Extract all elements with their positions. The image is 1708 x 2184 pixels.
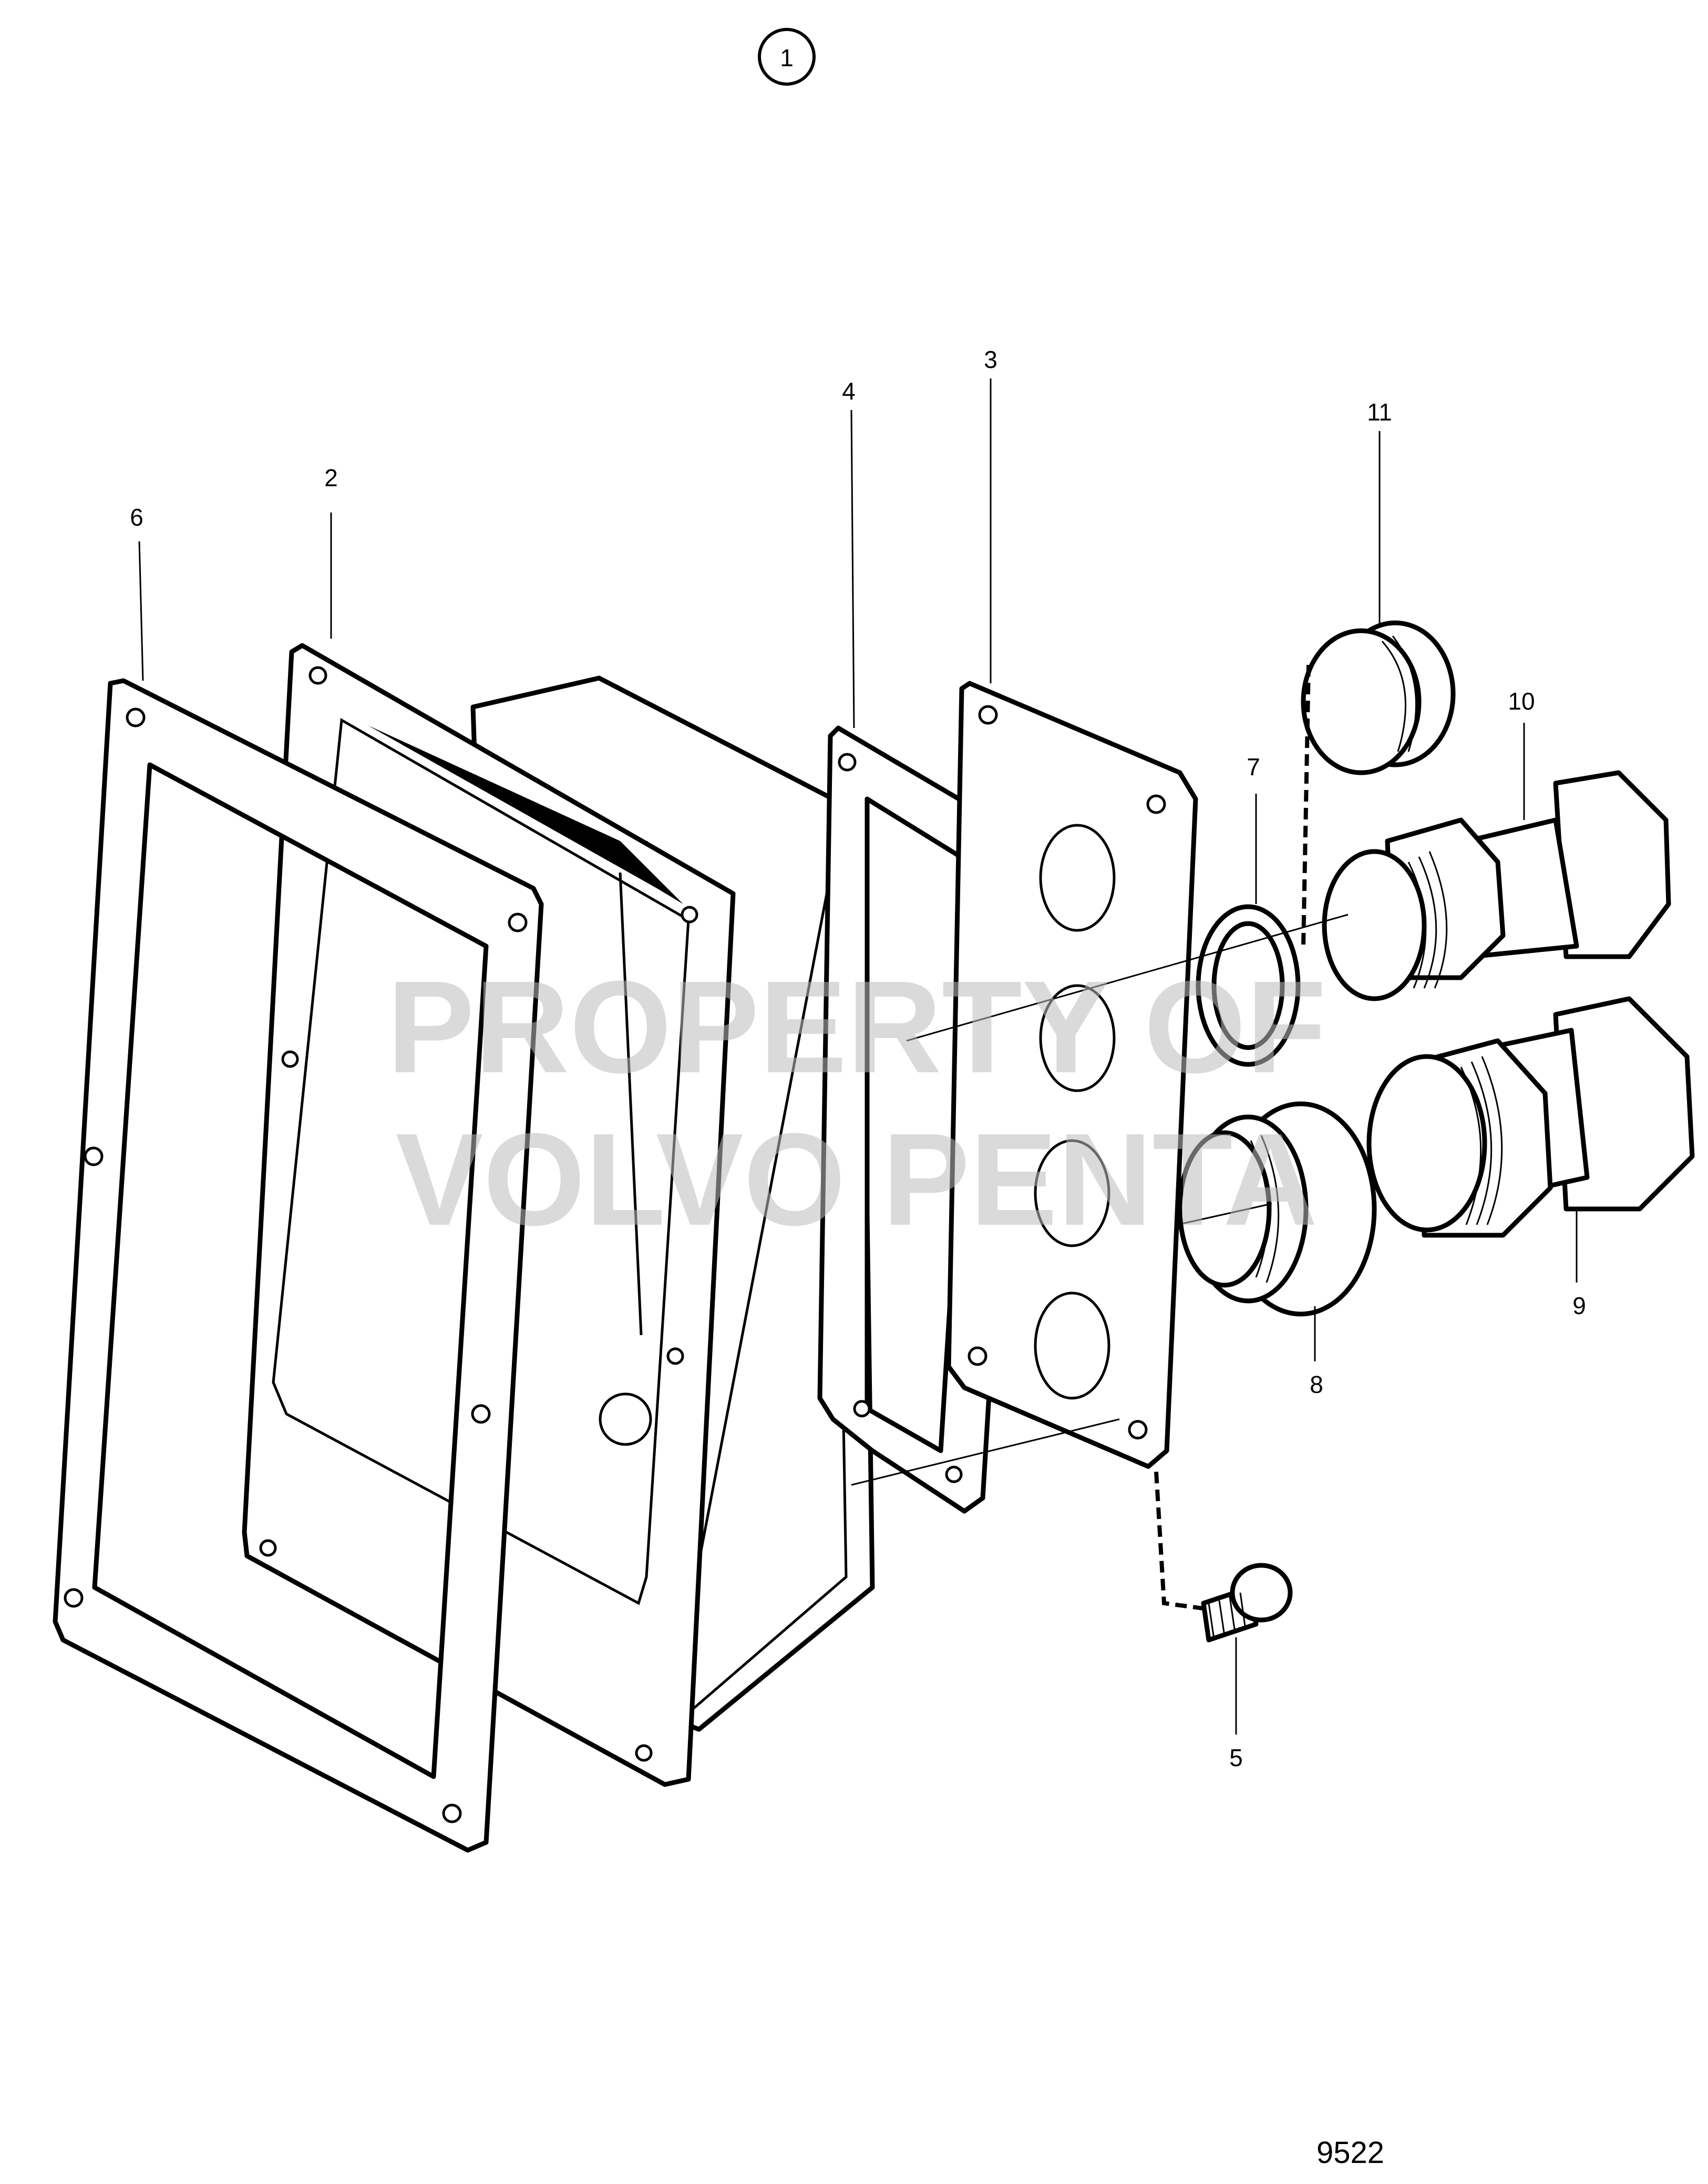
label-5: 5 (1229, 1637, 1243, 1771)
union-fitting-upper (1322, 770, 1671, 1001)
figure-callout-number: 1 (780, 44, 794, 71)
alignment-lines (851, 914, 1349, 1486)
svg-text:5: 5 (1229, 1744, 1243, 1771)
svg-text:2: 2 (324, 464, 338, 491)
svg-text:10: 10 (1508, 688, 1535, 715)
label-6: 6 (130, 504, 144, 681)
mounting-plate (946, 681, 1198, 1469)
svg-text:9: 9 (1572, 1292, 1586, 1319)
label-2: 2 (324, 464, 338, 639)
svg-text:PROPERTY OF: PROPERTY OF (387, 953, 1326, 1100)
dashed-leader-lower (1154, 1471, 1204, 1611)
svg-text:3: 3 (984, 346, 997, 373)
label-10: 10 (1508, 688, 1535, 820)
part-labels: 2 3 4 5 6 7 8 9 (130, 346, 1586, 1771)
svg-text:8: 8 (1310, 1371, 1323, 1398)
label-4: 4 (842, 377, 856, 729)
figure-callout: 1 (758, 28, 816, 86)
drawing-number: 9522 (1316, 2136, 1384, 2170)
screw (1201, 1563, 1293, 1643)
watermark: PROPERTY OF VOLVO PENTA (387, 953, 1326, 1253)
label-8: 8 (1310, 1306, 1323, 1398)
gasket-frame (53, 678, 544, 1853)
label-9: 9 (1572, 1209, 1586, 1319)
dashed-leader-upper (1301, 664, 1311, 947)
plug-cap (1301, 620, 1456, 775)
svg-text:11: 11 (1367, 398, 1392, 426)
svg-text:4: 4 (842, 377, 856, 405)
label-7: 7 (1247, 753, 1260, 904)
svg-text:6: 6 (130, 504, 143, 531)
label-3: 3 (984, 346, 997, 683)
svg-text:7: 7 (1247, 753, 1260, 781)
sealing-washer (1196, 904, 1301, 1067)
label-11: 11 (1367, 398, 1392, 626)
svg-text:VOLVO PENTA: VOLVO PENTA (396, 1106, 1318, 1253)
union-fitting-lower (1366, 996, 1695, 1238)
